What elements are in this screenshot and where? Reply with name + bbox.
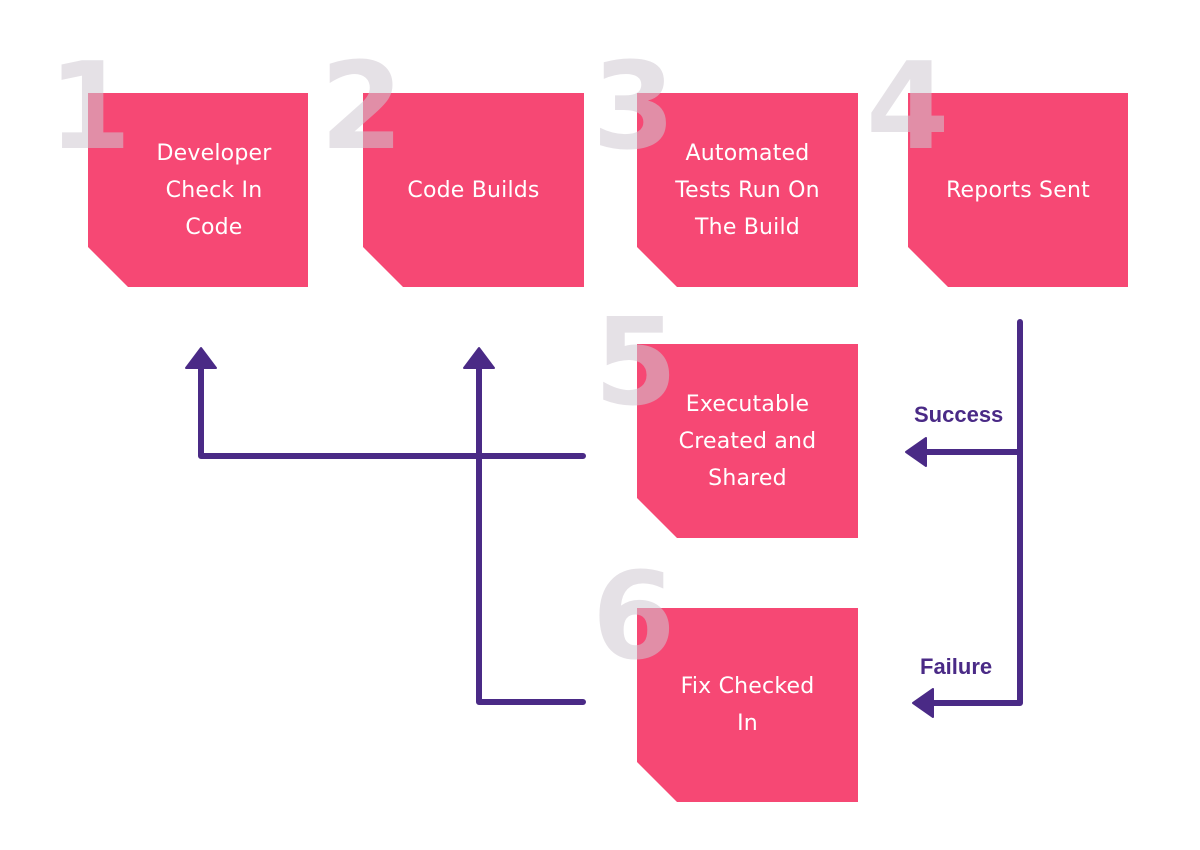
step-label: Automated Tests Run On The Build — [675, 140, 820, 240]
arrowhead-left-failure — [912, 688, 934, 718]
step-label: Developer Check In Code — [156, 140, 272, 240]
step-label: Reports Sent — [946, 177, 1090, 203]
success-label: Success — [914, 402, 1004, 427]
reports-to-failure-connector — [930, 319, 1023, 706]
arrowhead-left-success — [905, 437, 927, 467]
step-box-developer-check-in: Developer Check In Code — [88, 93, 308, 287]
step-box-reports-sent: Reports Sent — [908, 93, 1128, 287]
step-label: Fix Checked In — [680, 674, 815, 736]
fix-to-codebuilds-connector — [476, 365, 586, 705]
step-label: Executable Created and Shared — [678, 391, 817, 491]
step-box-code-builds: Code Builds — [363, 93, 584, 287]
step-label: Code Builds — [407, 177, 540, 203]
failure-label: Failure — [920, 654, 993, 679]
step-box-fix-checked-in: Fix Checked In — [637, 608, 858, 802]
arrowhead-up-codebuilds — [463, 347, 495, 369]
step-box-automated-tests: Automated Tests Run On The Build — [637, 93, 858, 287]
step-box-executable-created: Executable Created and Shared — [637, 344, 858, 538]
executable-to-developer-connector — [198, 365, 586, 459]
arrowhead-up-developer — [185, 347, 217, 369]
